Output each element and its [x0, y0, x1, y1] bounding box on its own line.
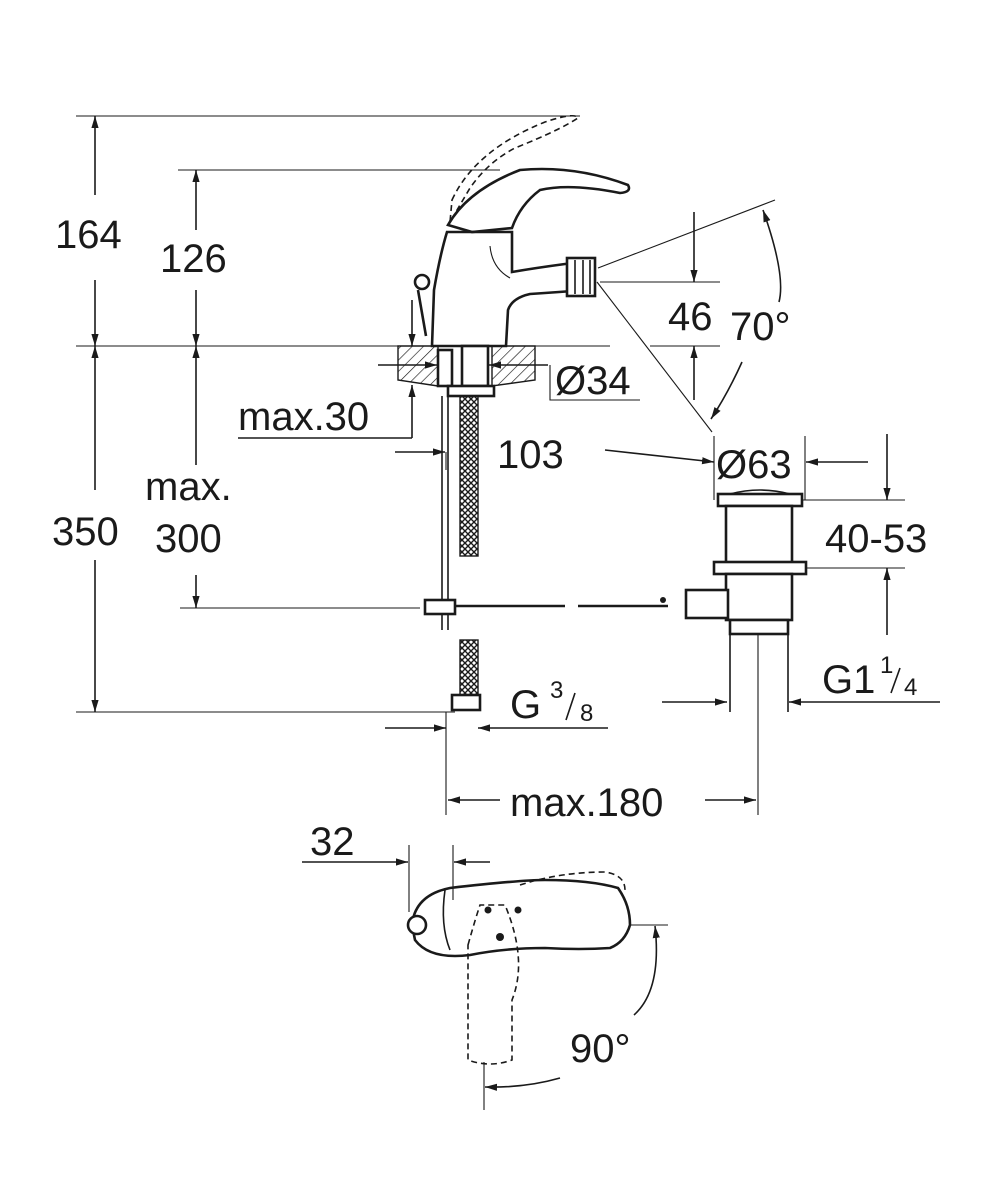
label-hose-length-line2: 300 [155, 517, 222, 561]
mixer-side-view [397, 114, 808, 712]
waste-thread-denominator: 4 [904, 674, 917, 701]
label-supply-thread: G 3 8 [510, 677, 593, 727]
dimension-labels: 164 126 46 70° Ø34 max.30 103 Ø63 max. 3… [52, 213, 927, 1071]
mixer-top-view [406, 871, 632, 1065]
supply-thread-denominator: 8 [580, 700, 593, 727]
label-hose-length-line1: max. [145, 465, 232, 509]
waste-thread-numerator: 1 [880, 652, 893, 679]
label-lever-offset: 32 [310, 820, 355, 864]
label-waste-thread: G1 1 4 [822, 652, 917, 702]
label-waste-adjustment: 40-53 [825, 517, 927, 561]
label-projection-height: 46 [668, 295, 713, 339]
label-lever-rotation: 90° [570, 1027, 631, 1071]
dimension-lines [76, 115, 940, 1110]
label-spout-height: 126 [160, 237, 227, 281]
supply-thread-numerator: 3 [550, 677, 563, 704]
label-waste-diameter: Ø63 [716, 443, 792, 487]
waste-thread-slash [890, 667, 901, 694]
label-max-spacing: max.180 [510, 781, 663, 825]
label-max-deck-thickness: max.30 [238, 395, 369, 439]
label-hole-diameter: Ø34 [555, 359, 631, 403]
supply-thread-slash [565, 692, 576, 721]
label-spout-reach: 103 [497, 433, 564, 477]
label-total-height: 164 [55, 213, 122, 257]
waste-thread-main: G1 [822, 658, 875, 702]
label-below-deck-height: 350 [52, 510, 119, 554]
label-tilt-angle: 70° [730, 305, 791, 349]
supply-thread-main: G [510, 683, 541, 727]
